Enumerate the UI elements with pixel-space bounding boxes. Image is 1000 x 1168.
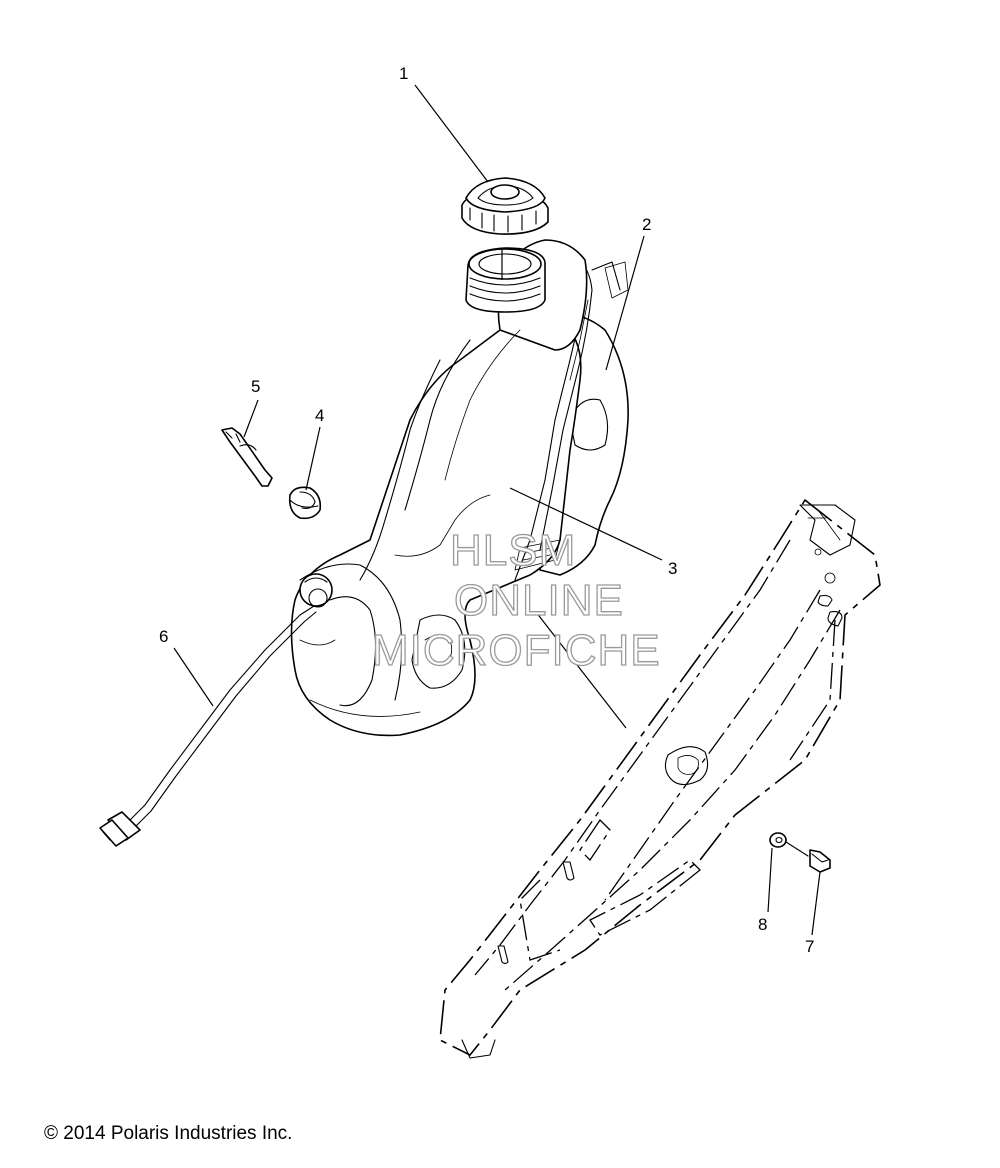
fuel-cap	[461, 177, 549, 235]
watermark-line-1: HLSM	[450, 526, 576, 575]
callout-6: 6	[159, 627, 168, 646]
callout-4: 4	[315, 406, 324, 425]
callout-5: 5	[251, 377, 260, 396]
leader-lines	[173, 84, 821, 936]
watermark-line-2: ONLINE	[454, 576, 624, 625]
callout-8: 8	[758, 915, 767, 934]
grommet	[288, 486, 322, 520]
vent-fitting	[221, 427, 273, 487]
bolt	[785, 841, 831, 873]
callout-labels: 1 2 3 4 5 6 7 8	[159, 64, 814, 956]
callout-2: 2	[642, 215, 651, 234]
sender-wire	[99, 605, 317, 847]
callout-1: 1	[399, 64, 408, 83]
washer	[769, 832, 787, 848]
watermark-line-3: MICROFICHE	[372, 626, 661, 675]
mounting-bracket	[439, 499, 881, 1059]
fuel-tank	[290, 239, 629, 737]
callout-3: 3	[668, 559, 677, 578]
copyright-notice: © 2014 Polaris Industries Inc.	[44, 1123, 293, 1144]
watermark: HLSM ONLINE MICROFICHE	[371, 525, 661, 675]
callout-7: 7	[805, 937, 814, 956]
